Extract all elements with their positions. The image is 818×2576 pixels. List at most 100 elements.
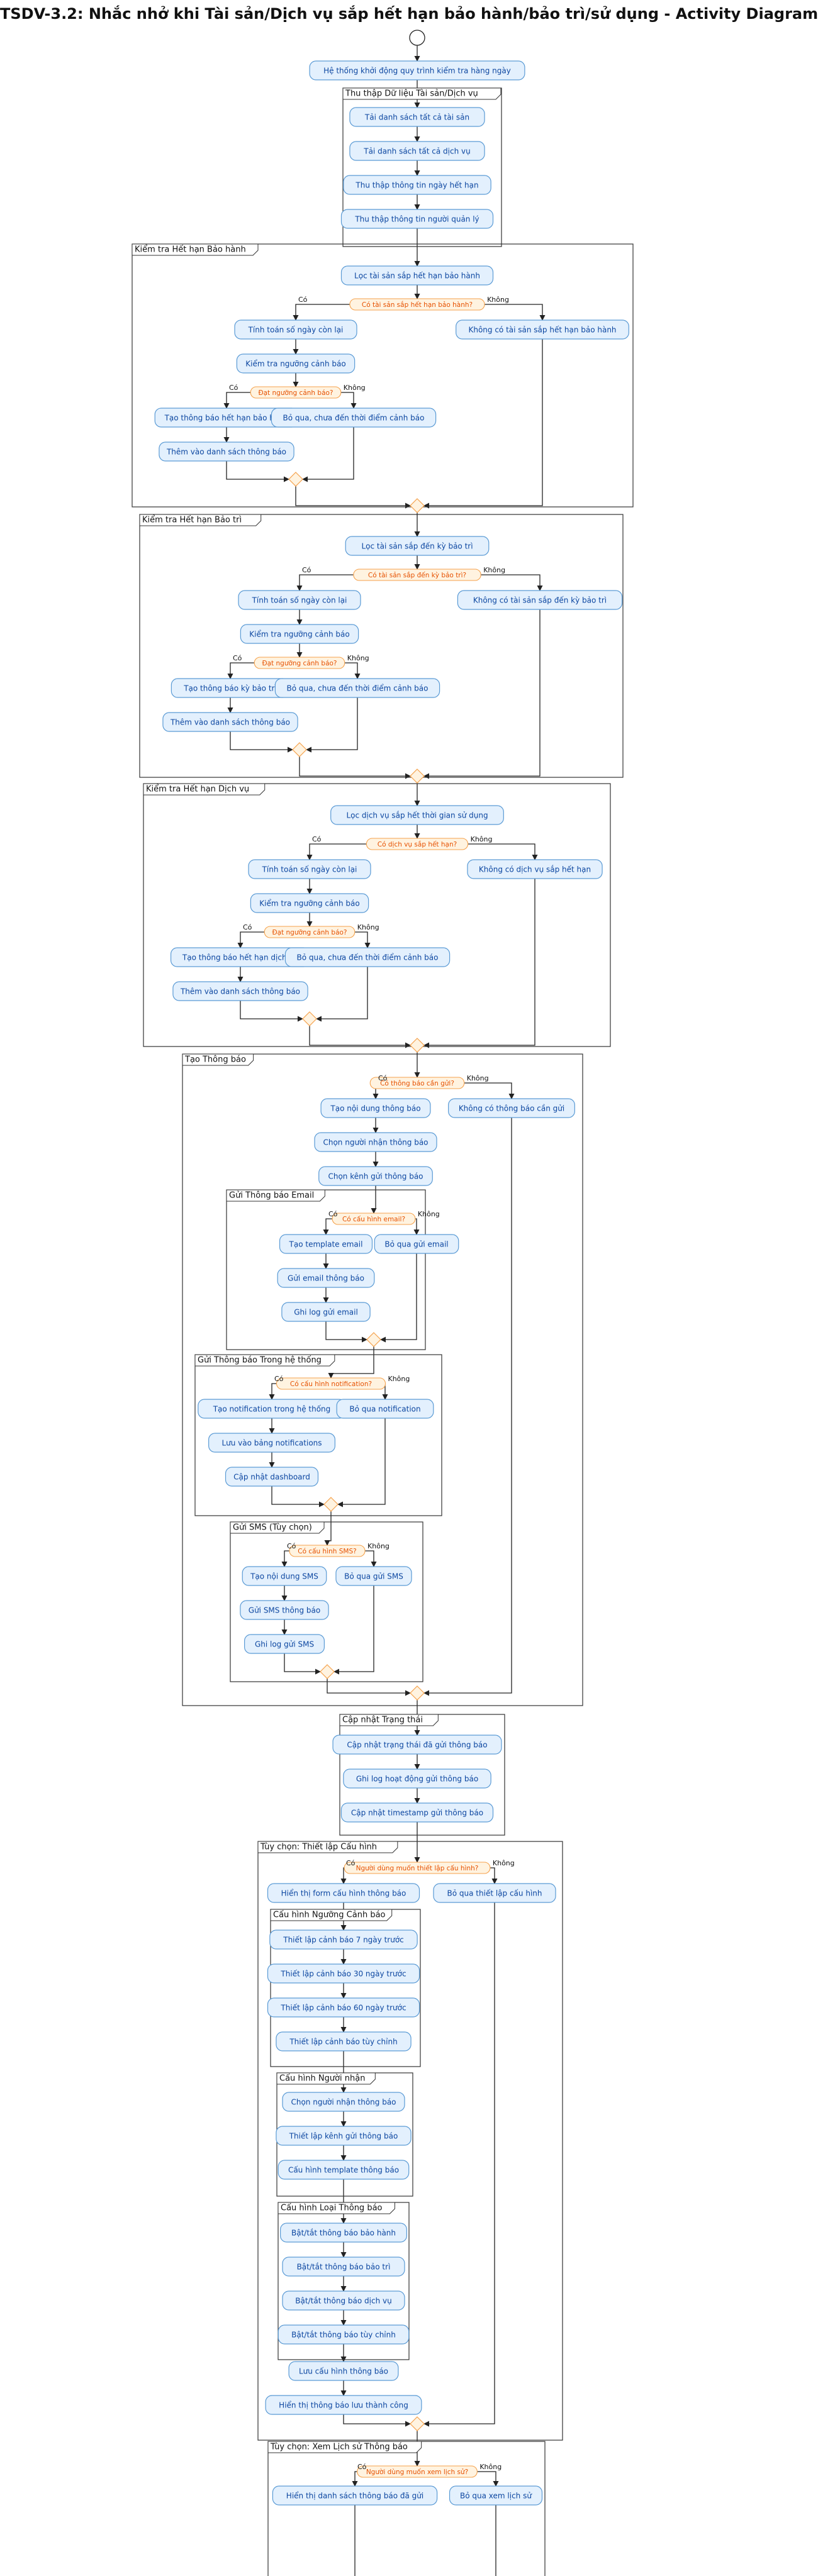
partition-sms-title: Gửi SMS (Tùy chọn) [233,1523,312,1533]
notify-choose-recipient-label: Chọn người nhận thông báo [323,1138,428,1147]
partition-email-condition: Có cấu hình email? [332,1213,416,1225]
collect-activity-2-label: Thu thập thông tin ngày hết hạn [355,181,478,190]
partition-sms-step-2: Ghi log gửi SMS [244,1634,325,1654]
no-label: Không [467,1074,489,1082]
partition-types-step-2-label: Bật/tắt thông báo dịch vụ [295,2297,391,2306]
config-save: Lưu cấu hình thông báo [288,2361,399,2381]
status-activity-2: Cập nhật timestamp gửi thông báo [340,1802,494,1823]
partition-sms-merge [320,1664,335,1679]
partition-warranty-skip: Bỏ qua, chưa đến thời điểm cảnh báo [271,408,437,428]
notify-no-items: Không có thông báo cần gửi [448,1098,575,1118]
partition-service-no-items-label: Không có dịch vụ sắp hết hạn [479,865,591,874]
partition-maintenance-filter: Lọc tài sản sắp đến kỳ bảo trì [345,536,490,556]
history-skip-label: Bỏ qua xem lịch sử [460,2492,532,2501]
partition-threshold-title: Cấu hình Ngưỡng Cảnh báo [273,1911,386,1920]
collect-activity-3-label: Thu thập thông tin người quản lý [354,215,479,224]
yes-label: Có [298,296,308,304]
partition-warranty-no-items: Không có tài sản sắp hết hạn bảo hành [456,319,629,340]
collect-activity-0-label: Tải danh sách tất cả tài sản [364,113,469,122]
partition-service-calc-days-label: Tính toán số ngày còn lại [262,865,357,874]
partition-types-step-2: Bật/tắt thông báo dịch vụ [282,2290,405,2311]
partition-email-merge [366,1332,381,1347]
partition-sms-step-1: Gửi SMS thông báo [240,1600,329,1620]
partition-service-create-notice: Tạo thông báo hết hạn dịch vụ [170,947,311,967]
partition-threshold-step-1: Thiết lập cảnh báo 30 ngày trước [267,1963,420,1984]
yes-label: Có [302,566,311,574]
notify-create-content: Tạo nội dung thông báo [320,1098,431,1118]
partition-email: Gửi Thông báo Email [226,1189,426,1350]
partition-recipient-step-0: Chọn người nhận thông báo [282,2092,405,2112]
yes-label: Có [243,923,252,931]
partition-maintenance-threshold-condition-label: Đạt ngưỡng cảnh báo? [262,660,337,667]
partition-config-title: Tùy chọn: Thiết lập Cấu hình [260,1843,377,1852]
partition-maintenance-condition: Có tài sản sắp đến kỳ bảo trì? [353,569,481,581]
partition-threshold-step-2-label: Thiết lập cảnh báo 60 ngày trước [280,2004,406,2012]
yes-label: Có [378,1074,388,1082]
partition-warranty-merge-inner [288,472,303,487]
partition-collect-title: Thu thập Dữ liệu Tài sản/Dịch vụ [345,89,478,99]
partition-email-skip: Bỏ qua gửi email [374,1234,459,1254]
partition-email-step-0-label: Tạo template email [289,1240,363,1249]
config-merge [410,2416,425,2431]
partition-history: Tùy chọn: Xem Lịch sử Thông báo [267,2441,546,2576]
partition-service-title: Kiểm tra Hết hạn Dịch vụ [146,785,249,794]
partition-types-step-1: Bật/tắt thông báo bảo trì [282,2257,405,2277]
partition-warranty-calc-days-label: Tính toán số ngày còn lại [248,326,344,335]
partition-service-filter: Lọc dịch vụ sắp hết thời gian sử dụng [330,805,504,825]
partition-threshold-step-3: Thiết lập cảnh báo tùy chỉnh [276,2031,412,2051]
partition-warranty-calc-days: Tính toán số ngày còn lại [234,319,357,340]
partition-warranty-check-threshold: Kiểm tra ngưỡng cảnh báo [236,353,356,374]
history-condition-label: Người dùng muốn xem lịch sử? [366,2468,468,2476]
partition-recipient-step-1-label: Thiết lập kênh gửi thông báo [289,2132,398,2141]
start-activity-label: Hệ thống khởi động quy trình kiểm tra hà… [323,67,511,75]
yes-label: Có [312,835,322,843]
collect-activity-3: Thu thập thông tin người quản lý [340,209,494,229]
start-node [409,30,425,46]
notify-no-items-label: Không có thông báo cần gửi [459,1104,564,1113]
partition-types-step-1-label: Bật/tắt thông báo bảo trì [297,2263,391,2272]
yes-label: Có [287,1542,296,1550]
partition-maintenance-create-notice: Tạo thông báo kỳ bảo trì [171,678,290,698]
notify-choose-recipient: Chọn người nhận thông báo [314,1132,437,1152]
notify-create-content-label: Tạo nội dung thông báo [330,1104,420,1113]
no-label: Không [418,1210,440,1218]
partition-threshold-step-3-label: Thiết lập cảnh báo tùy chỉnh [289,2038,397,2046]
partition-types-step-3: Bật/tắt thông báo tùy chỉnh [277,2324,410,2345]
partition-service-check-threshold: Kiểm tra ngưỡng cảnh báo [250,893,369,913]
config-done-label: Hiển thị thông báo lưu thành công [279,2401,408,2410]
partition-inapp-condition: Có cấu hình notification? [276,1377,386,1390]
partition-email-condition-label: Có cấu hình email? [342,1216,405,1223]
partition-email-step-2-label: Ghi log gửi email [294,1308,358,1317]
partition-email-step-1: Gửi email thông báo [277,1268,375,1288]
partition-maintenance-condition-label: Có tài sản sắp đến kỳ bảo trì? [368,571,466,579]
partition-sms-condition: Có cấu hình SMS? [289,1545,366,1557]
partition-inapp-merge [323,1497,339,1512]
partition-warranty-add-list-label: Thêm vào danh sách thông báo [166,448,286,457]
partition-inapp-step-1-label: Lưu vào bảng notifications [221,1439,322,1448]
config-done: Hiển thị thông báo lưu thành công [265,2395,422,2415]
partition-service-threshold-condition: Đạt ngưỡng cảnh báo? [264,926,356,938]
partition-inapp-step-1: Lưu vào bảng notifications [208,1433,335,1453]
partition-maintenance-merge-outer [410,769,425,784]
partition-maintenance-no-items: Không có tài sản sắp đến kỳ bảo trì [457,590,623,610]
history-show-list-label: Hiển thị danh sách thông báo đã gửi [286,2492,423,2501]
partition-service-no-items: Không có dịch vụ sắp hết hạn [467,859,603,879]
partition-maintenance-check-threshold: Kiểm tra ngưỡng cảnh báo [240,624,359,644]
partition-email-title: Gửi Thông báo Email [229,1191,314,1201]
status-activity-1-label: Ghi log hoạt động gửi thông báo [356,1775,478,1784]
partition-maintenance-check-threshold-label: Kiểm tra ngưỡng cảnh báo [249,630,349,639]
partition-recipient-step-1: Thiết lập kênh gửi thông báo [276,2126,412,2146]
yes-label: Có [229,384,238,392]
partition-maintenance-no-items-label: Không có tài sản sắp đến kỳ bảo trì [473,596,607,605]
notify-merge [410,1685,425,1701]
config-skip: Bỏ qua thiết lập cấu hình [433,1883,556,1903]
partition-warranty-merge-outer [410,498,425,513]
partition-service-threshold-condition-label: Đạt ngưỡng cảnh báo? [272,929,347,936]
partition-types-step-3-label: Bật/tắt thông báo tùy chỉnh [291,2331,396,2340]
partition-warranty-title: Kiểm tra Hết hạn Bảo hành [135,245,246,255]
partition-service: Kiểm tra Hết hạn Dịch vụ [143,783,611,1047]
partition-warranty-create-notice-label: Tạo thông báo hết hạn bảo hành [164,414,289,423]
partition-service-add-list-label: Thêm vào danh sách thông báo [180,987,300,996]
partition-notify: Tạo Thông báo [182,1053,583,1706]
partition-warranty-skip-label: Bỏ qua, chưa đến thời điểm cảnh báo [283,414,425,423]
